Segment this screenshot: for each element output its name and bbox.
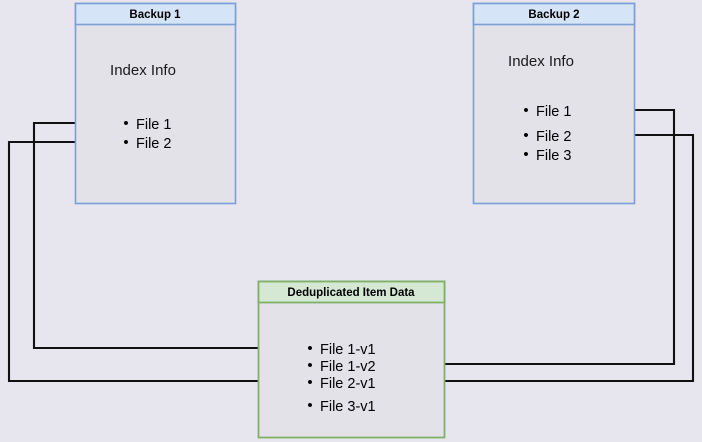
dedup-title: Deduplicated Item Data xyxy=(287,287,415,299)
backup2-heading: Index Info xyxy=(508,53,574,70)
backup2-item-label: File 1 xyxy=(536,104,571,120)
dedup-item-label: File 2-v1 xyxy=(320,376,376,392)
bullet-icon: • xyxy=(307,340,312,357)
backup2-body xyxy=(472,2,636,205)
backup1-title: Backup 1 xyxy=(129,9,181,21)
backup1-header xyxy=(74,2,237,26)
backup2-item-label: File 2 xyxy=(536,129,571,145)
backup2-item-file-3[interactable]: • File 3 xyxy=(523,146,571,164)
dedup-item-label: File 3-v1 xyxy=(320,399,376,415)
backup2-title: Backup 2 xyxy=(528,9,579,21)
dedup-item-file-2-v1[interactable]: • File 2-v1 xyxy=(307,374,375,392)
bullet-icon: • xyxy=(523,146,528,163)
backup2-item-file-2[interactable]: • File 2 xyxy=(523,127,571,145)
backup1-box[interactable]: Backup 1 Index Info • File 1 • File 2 xyxy=(74,2,237,205)
dedup-item-file-3-v1[interactable]: • File 3-v1 xyxy=(307,397,375,415)
bullet-icon: • xyxy=(523,127,528,144)
backup2-box[interactable]: Backup 2 Index Info • File 1 • File 2 • … xyxy=(472,2,636,205)
backup1-item-file-1[interactable]: • File 1 xyxy=(123,115,171,133)
dedup-box[interactable]: Deduplicated Item Data • File 1-v1 • Fil… xyxy=(257,280,446,439)
dedup-item-file-1-v2[interactable]: • File 1-v2 xyxy=(307,357,375,375)
bullet-icon: • xyxy=(523,102,528,119)
dedup-item-label: File 1-v2 xyxy=(320,359,376,375)
bullet-icon: • xyxy=(307,374,312,391)
dedup-item-file-1-v1[interactable]: • File 1-v1 xyxy=(307,340,375,358)
backup1-item-file-2[interactable]: • File 2 xyxy=(123,134,171,152)
dedup-item-label: File 1-v1 xyxy=(320,342,376,358)
backup1-item-label: File 1 xyxy=(136,117,171,133)
dedup-body xyxy=(257,280,446,439)
bullet-icon: • xyxy=(307,397,312,414)
backup1-item-label: File 2 xyxy=(136,136,171,152)
bullet-icon: • xyxy=(123,115,128,132)
backup1-heading: Index Info xyxy=(110,62,176,79)
backup1-body xyxy=(74,2,237,205)
backup2-item-label: File 3 xyxy=(536,148,571,164)
bullet-icon: • xyxy=(307,357,312,374)
bullet-icon: • xyxy=(123,134,128,151)
backup2-header xyxy=(472,2,636,26)
backup2-item-file-1[interactable]: • File 1 xyxy=(523,102,571,120)
dedup-header xyxy=(257,280,446,304)
